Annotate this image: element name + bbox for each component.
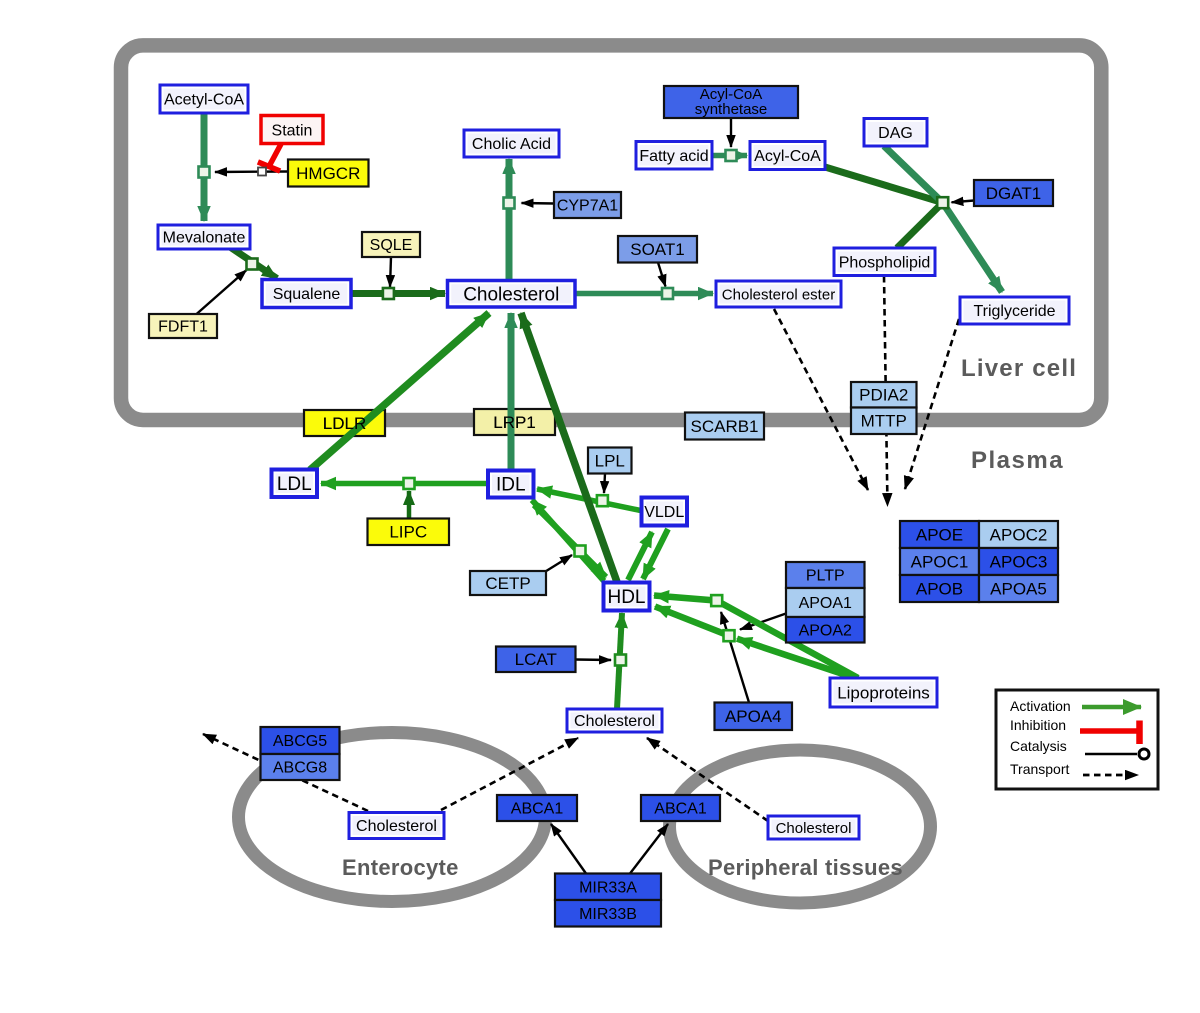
svg-text:FDFT1: FDFT1 [158,319,208,336]
svg-text:APOC1: APOC1 [911,552,969,571]
svg-text:ABCA1: ABCA1 [654,801,707,818]
svg-text:APOC3: APOC3 [990,552,1048,571]
svg-text:LDLR: LDLR [323,414,366,433]
svg-text:IDL: IDL [496,475,526,496]
svg-text:MTTP: MTTP [861,412,907,431]
svg-text:Mevalonate: Mevalonate [163,230,246,247]
svg-text:APOA1: APOA1 [799,595,852,612]
svg-text:Cholesterol: Cholesterol [463,284,559,305]
svg-text:APOE: APOE [916,525,963,544]
svg-text:ABCG5: ABCG5 [273,733,327,750]
svg-text:Enterocyte: Enterocyte [342,855,459,880]
svg-text:Fatty acid: Fatty acid [639,148,708,165]
svg-text:Cholesterol: Cholesterol [776,820,852,837]
svg-text:Inhibition: Inhibition [1010,717,1066,733]
svg-text:Transport: Transport [1010,761,1070,777]
svg-text:PDIA2: PDIA2 [859,386,908,405]
svg-text:synthetase: synthetase [695,101,768,118]
svg-text:ABCG8: ABCG8 [273,760,327,777]
svg-text:APOB: APOB [916,579,963,598]
svg-text:Phospholipid: Phospholipid [839,254,931,271]
svg-text:CETP: CETP [485,574,530,593]
svg-text:APOA4: APOA4 [725,707,782,726]
svg-text:ABCA1: ABCA1 [511,801,564,818]
svg-text:MIR33B: MIR33B [579,906,637,923]
svg-text:LDL: LDL [277,474,312,495]
svg-text:Activation: Activation [1010,698,1071,714]
svg-text:LRP1: LRP1 [493,413,536,432]
svg-text:SOAT1: SOAT1 [630,240,684,259]
svg-text:Acetyl-CoA: Acetyl-CoA [164,92,244,109]
svg-text:DGAT1: DGAT1 [986,184,1041,203]
svg-text:Statin: Statin [272,123,313,140]
svg-text:VLDL: VLDL [644,504,684,521]
svg-text:Acyl-CoA: Acyl-CoA [700,86,763,103]
svg-text:Catalysis: Catalysis [1010,738,1067,754]
svg-text:LPL: LPL [595,451,625,470]
svg-text:Cholic Acid: Cholic Acid [472,136,551,153]
svg-text:Cholesterol: Cholesterol [356,818,437,835]
svg-text:HDL: HDL [607,587,645,608]
svg-text:PLTP: PLTP [806,568,845,585]
svg-text:Squalene: Squalene [273,286,341,303]
svg-text:APOA2: APOA2 [799,622,852,639]
svg-text:SQLE: SQLE [370,237,413,254]
svg-text:HMGCR: HMGCR [296,164,360,183]
svg-text:MIR33A: MIR33A [579,879,637,896]
svg-text:Plasma: Plasma [971,447,1064,474]
svg-text:DAG: DAG [878,125,913,142]
svg-text:Cholesterol: Cholesterol [574,713,655,730]
svg-text:APOA5: APOA5 [990,579,1047,598]
svg-text:Acyl-CoA: Acyl-CoA [754,148,821,165]
svg-text:Triglyceride: Triglyceride [973,303,1055,320]
svg-text:Lipoproteins: Lipoproteins [837,683,930,702]
svg-text:LIPC: LIPC [389,523,427,542]
svg-text:Cholesterol ester: Cholesterol ester [722,286,835,303]
svg-text:CYP7A1: CYP7A1 [557,198,618,215]
svg-text:APOC2: APOC2 [990,525,1048,544]
svg-text:Peripheral tissues: Peripheral tissues [708,855,903,880]
svg-text:SCARB1: SCARB1 [690,417,758,436]
svg-text:LCAT: LCAT [515,650,557,669]
svg-text:Liver cell: Liver cell [961,355,1077,382]
